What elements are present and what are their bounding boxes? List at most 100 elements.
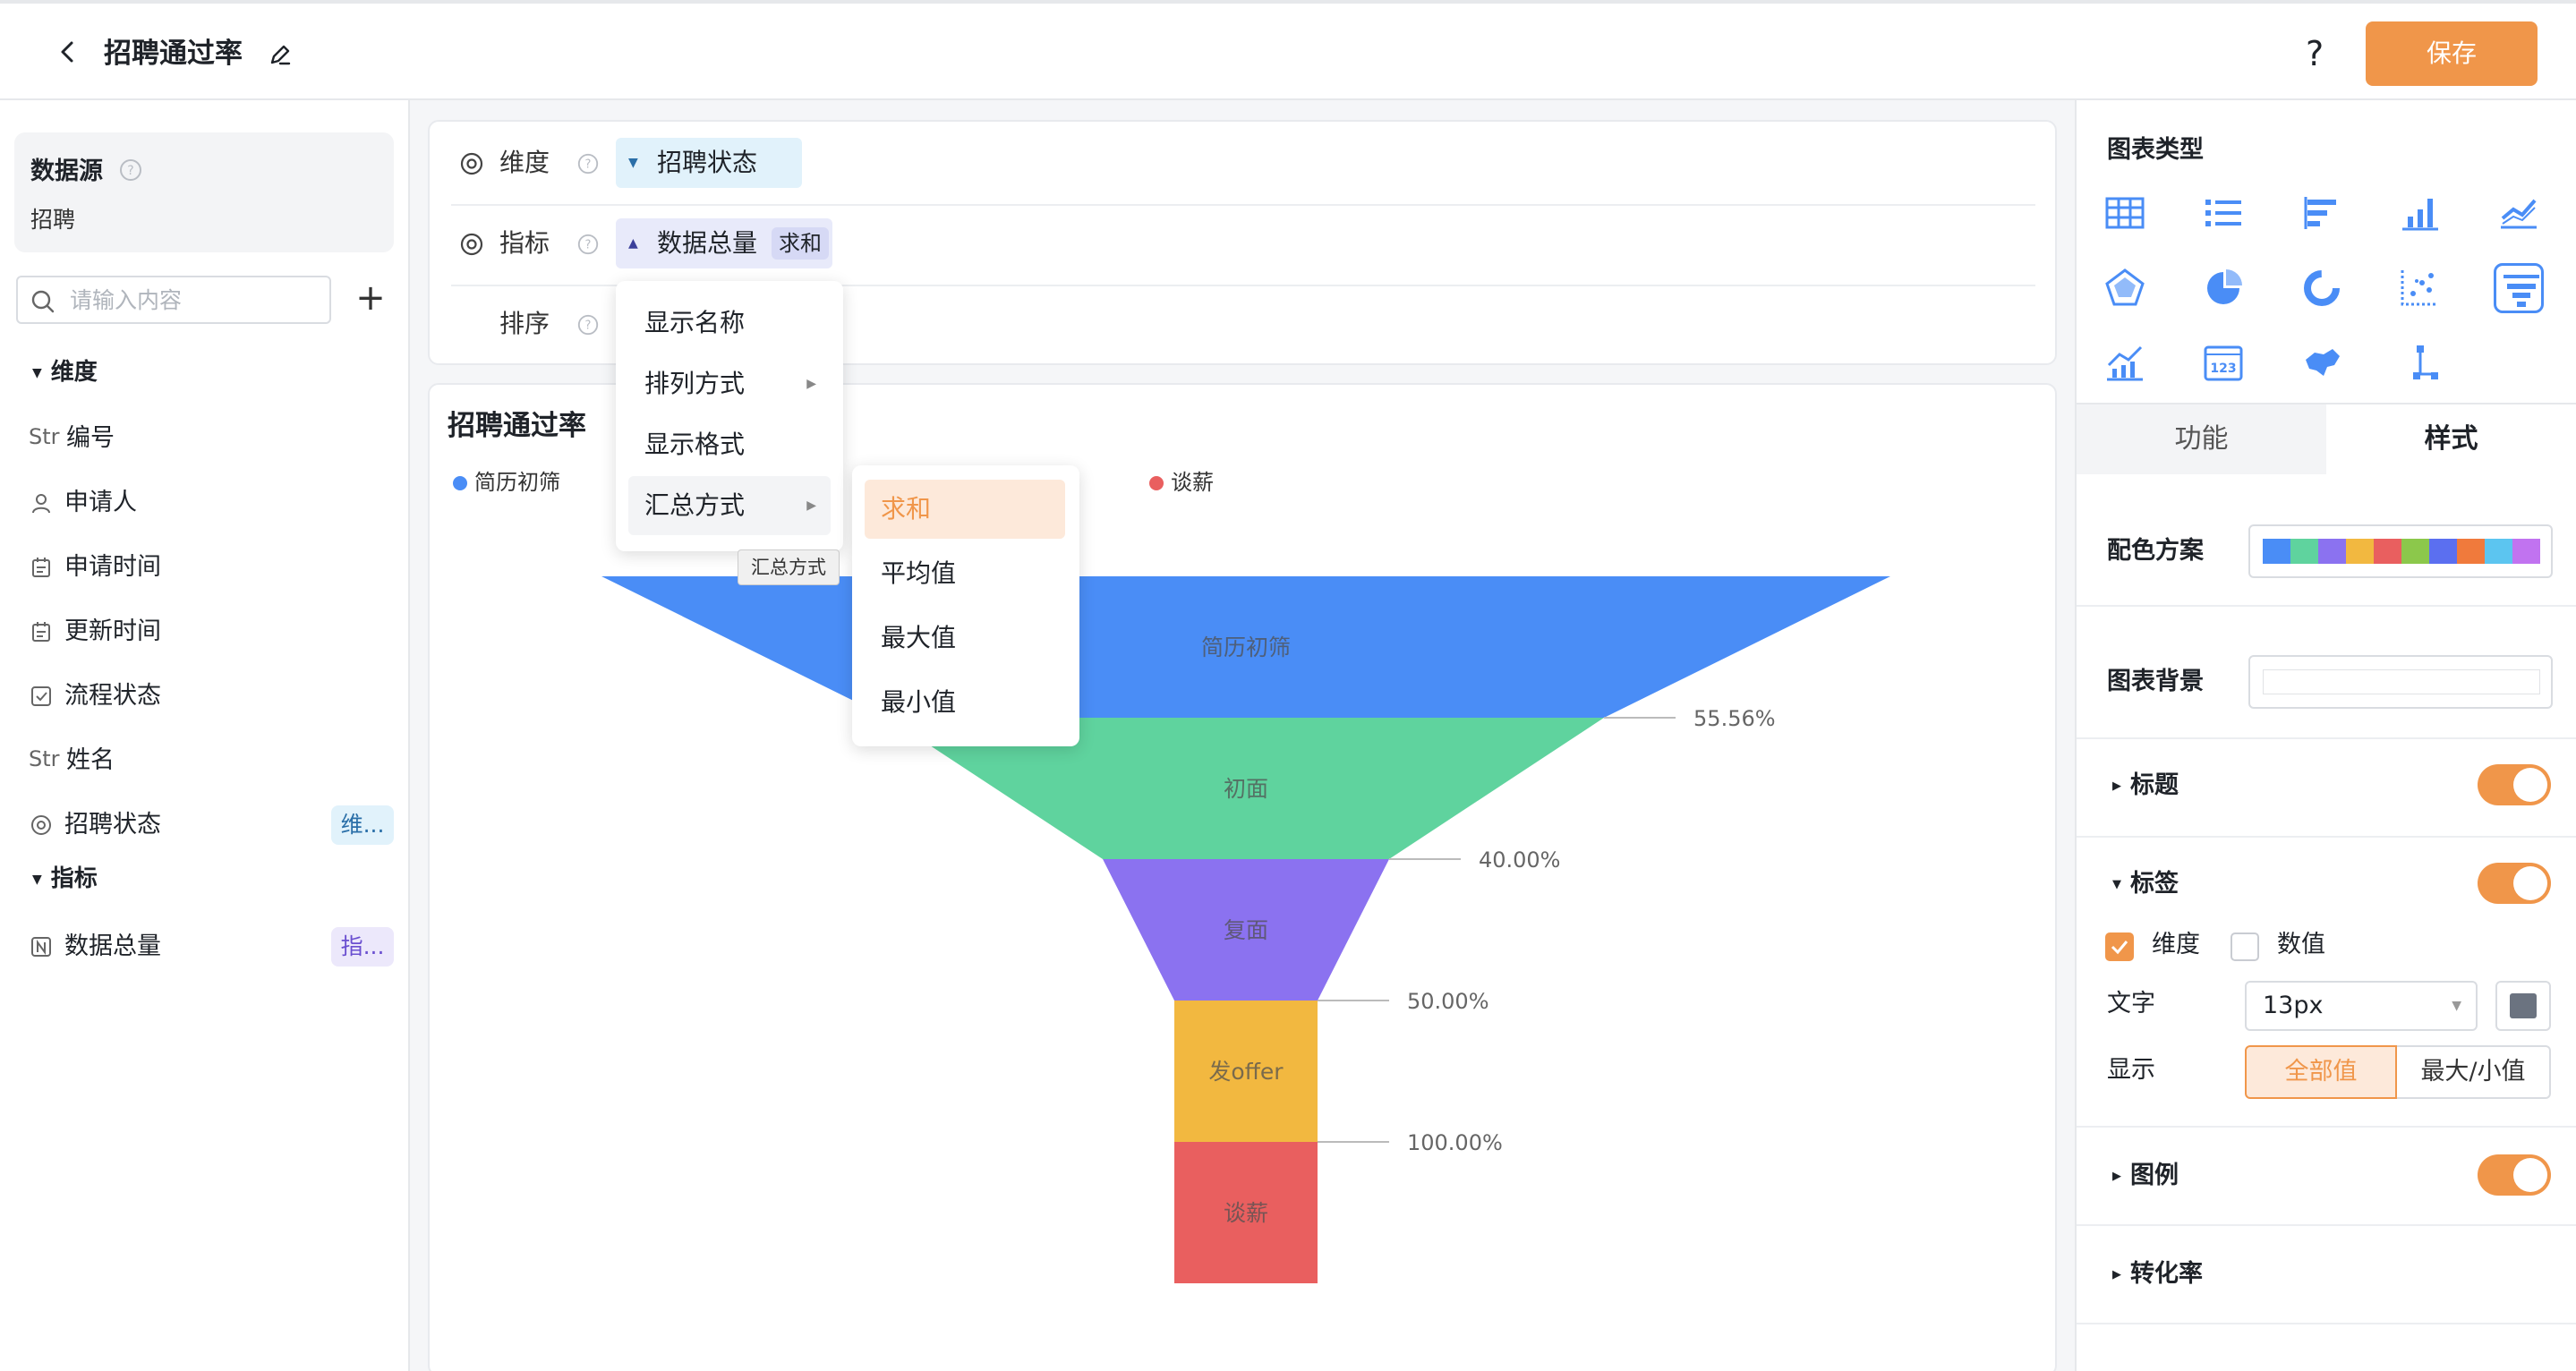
field-item[interactable]: 申请时间 [29,548,396,587]
svg-text:?: ? [585,158,592,172]
bar-horizontal-icon[interactable] [2297,188,2347,238]
legend-section-header[interactable]: ▶图例 [2112,1158,2179,1195]
combo-chart-icon[interactable] [2100,338,2150,388]
number-card-icon[interactable]: 123 [2198,338,2248,388]
datasource-card[interactable]: 数据源 ? 招聘 [14,132,394,252]
funnel-icon[interactable] [2494,263,2544,313]
list-icon[interactable] [2198,188,2248,238]
label-dimension-checkbox[interactable] [2105,932,2134,961]
edit-pencil-icon[interactable] [265,39,295,70]
question-circle-icon[interactable]: ? [576,313,600,336]
field-item[interactable]: 流程状态 [29,677,396,716]
tab-style[interactable]: 样式 [2326,404,2576,474]
funnel-segment-label: 复面 [1224,917,1268,943]
menu-item-display-name[interactable]: 显示名称 [644,308,746,337]
back-arrow-icon[interactable] [52,36,84,68]
dimension-section-header[interactable]: ▼维度 [32,354,98,391]
calendar-icon [32,622,50,642]
pie-chart-icon[interactable] [2198,263,2248,313]
label-section-header[interactable]: ▼标签 [2112,866,2179,903]
display-minmax-button[interactable]: 最大/小值 [2397,1045,2551,1099]
tree-icon[interactable] [2395,338,2445,388]
radar-icon[interactable] [2100,263,2150,313]
bg-color-picker[interactable] [2248,655,2553,709]
tab-function[interactable]: 功能 [2077,404,2326,474]
metric-badge: 指... [331,927,394,967]
funnel-segment[interactable] [887,718,1605,859]
add-field-button[interactable]: + [355,277,386,319]
title-section-header[interactable]: ▶标题 [2112,768,2179,805]
palette-swatch [2318,539,2346,564]
palette-swatch [2401,539,2429,564]
save-button[interactable]: 保存 [2366,21,2538,86]
field-search-input[interactable]: 请输入内容 [16,276,331,324]
title-toggle[interactable] [2478,764,2551,805]
menu-item-sort-order[interactable]: 排列方式▶ [628,354,831,413]
divider [2077,1224,2576,1226]
menu-item-aggregation[interactable]: 汇总方式▶ [628,476,831,535]
agg-option-min[interactable]: 最小值 [881,687,957,717]
agg-option-average[interactable]: 平均值 [881,558,957,588]
question-circle-icon[interactable]: ? [576,152,600,175]
label-dimension-text: 维度 [2152,931,2200,958]
dimension-pill[interactable]: ▼ 招聘状态 [616,138,802,188]
font-size-select[interactable]: 13px▼ [2245,981,2478,1031]
field-item[interactable]: Str 姓名 [29,741,396,780]
display-all-button[interactable]: 全部值 [2245,1045,2397,1099]
divider [2077,605,2576,607]
field-name: 更新时间 [64,617,161,645]
agg-option-max[interactable]: 最大值 [881,623,957,652]
metric-section-header[interactable]: ▼指标 [32,861,98,898]
scatter-icon[interactable] [2395,263,2445,313]
field-name: 编号 [66,424,115,452]
field-item[interactable]: 数据总量 指... [29,927,396,967]
line-chart-icon[interactable] [2494,188,2544,238]
label-section-label: 标签 [2130,870,2179,898]
divider [2077,836,2576,838]
funnel-segment[interactable] [1174,1142,1318,1283]
funnel-segment[interactable] [1174,1001,1318,1142]
conversion-section-header[interactable]: ▶转化率 [2112,1256,2203,1293]
map-icon[interactable] [2297,338,2347,388]
search-icon [31,290,55,313]
donut-chart-icon[interactable] [2297,263,2347,313]
legend-dot [1149,476,1164,490]
legend-item[interactable]: 谈薪 [1149,467,1214,498]
svg-text:?: ? [585,239,592,252]
table-icon[interactable] [2100,188,2150,238]
legend-toggle[interactable] [2478,1154,2551,1196]
dimension-badge: 维... [331,805,394,845]
legend-item[interactable]: 简历初筛 [453,467,560,498]
question-circle-icon[interactable]: ? [118,158,143,183]
caret-down-icon: ▼ [628,156,638,170]
label-value-checkbox[interactable] [2231,932,2259,961]
field-item[interactable]: Str 编号 [29,419,396,458]
conversion-section-label: 转化率 [2130,1260,2203,1288]
legend-label: 简历初筛 [474,470,560,495]
question-circle-icon[interactable]: ? [576,233,600,256]
palette-swatch [2429,539,2457,564]
palette-swatch [2457,539,2485,564]
metric-row-label: 指标 [499,228,550,258]
menu-item-label: 排列方式 [644,369,746,398]
field-item[interactable]: 更新时间 [29,612,396,651]
toggle-knob [2513,866,2547,900]
help-icon[interactable]: ? [2306,34,2324,73]
settings-tabs: 功能 样式 [2077,403,2576,474]
font-label: 文字 [2107,990,2155,1018]
agg-option-sum[interactable]: 求和 [865,480,1065,539]
metric-pill[interactable]: ▲ 数据总量 求和 [616,218,832,268]
label-value-text: 数值 [2277,931,2325,958]
label-toggle[interactable] [2478,863,2551,904]
font-color-picker[interactable] [2495,981,2551,1031]
title-section-label: 标题 [2130,771,2179,799]
funnel-segment[interactable] [1103,859,1389,1001]
palette-swatch [2485,539,2512,564]
conversion-rate-label: 50.00% [1407,989,1489,1014]
bar-chart-icon[interactable] [2395,188,2445,238]
field-item[interactable]: 招聘状态 维... [29,805,396,845]
menu-item-display-format[interactable]: 显示格式 [644,430,746,459]
palette-picker[interactable] [2248,524,2553,578]
field-item[interactable]: 申请人 [29,483,396,523]
